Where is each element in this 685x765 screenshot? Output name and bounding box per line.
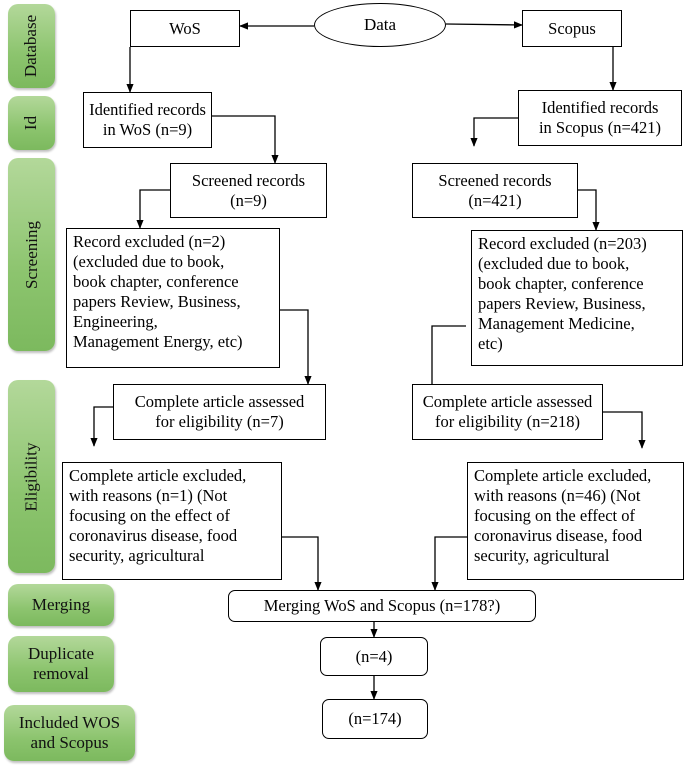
node-scopus-identified-label: Identified records in Scopus (n=421) (538, 98, 662, 137)
node-scopus-article-excluded-label: Complete article excluded, with reasons … (474, 466, 652, 565)
node-wos-screened: Screened records (n=9) (170, 163, 327, 218)
stage-duplicate-removal: Duplicate removal (8, 636, 114, 692)
node-wos: WoS (130, 10, 240, 47)
node-merging: Merging WoS and Scopus (n=178?) (228, 590, 536, 622)
node-scopus-screened: Screened records (n=421) (412, 163, 578, 218)
node-scopus-screened-label: Screened records (n=421) (438, 170, 552, 210)
node-wos-article-excluded: Complete article excluded, with reasons … (62, 462, 282, 580)
node-duplicates-label: (n=4) (355, 646, 393, 666)
node-wos-record-excluded-label: Record excluded (n=2) (excluded due to b… (73, 232, 243, 351)
arrow-wos-identified-to-screened (212, 115, 279, 164)
node-scopus-label: Scopus (548, 18, 596, 38)
node-data-label: Data (363, 15, 397, 34)
arrow-scopus-identified-stub (470, 117, 518, 147)
stage-merging: Merging (8, 584, 114, 626)
stage-merging-label: Merging (31, 595, 91, 614)
stage-id: Id (8, 96, 55, 150)
node-wos-assessed: Complete article assessed for eligibilit… (113, 384, 326, 440)
arrow-wos-article-excluded-to-merging (282, 536, 322, 591)
node-wos-article-excluded-label: Complete article excluded, with reasons … (69, 466, 247, 565)
stage-database-label: Database (21, 14, 41, 78)
node-scopus: Scopus (522, 10, 622, 47)
stage-eligibility: Eligibility (8, 380, 55, 573)
arrow-wos-excluded-to-assessed (275, 309, 312, 385)
stage-database: Database (8, 4, 55, 88)
node-wos-screened-label: Screened records (n=9) (191, 170, 306, 210)
node-wos-record-excluded: Record excluded (n=2) (excluded due to b… (66, 228, 280, 368)
node-scopus-assessed-label: Complete article assessed for eligibilit… (422, 392, 593, 431)
node-wos-assessed-label: Complete article assessed for eligibilit… (134, 392, 305, 431)
arrow-data-to-scopus (445, 21, 523, 29)
arrow-wos-screened-to-excluded (136, 189, 170, 229)
node-data: Data (314, 3, 446, 47)
stage-duplicate-label: Duplicate removal (27, 644, 95, 683)
node-wos-identified: Identified records in WoS (n=9) (83, 92, 212, 148)
stage-screening-label: Screening (21, 220, 41, 289)
node-merging-label: Merging WoS and Scopus (n=178?) (263, 596, 501, 615)
node-scopus-record-excluded: Record excluded (n=203) (excluded due to… (471, 230, 683, 366)
stage-eligibility-label: Eligibility (21, 442, 41, 511)
node-wos-label: WoS (169, 18, 201, 38)
stage-included-label: Included WOS and Scopus (18, 713, 121, 752)
arrow-scopus-excluded-to-assessed (428, 325, 466, 401)
node-wos-identified-label: Identified records in WoS (n=9) (89, 100, 206, 139)
stage-id-label: Id (21, 115, 41, 131)
node-scopus-article-excluded: Complete article excluded, with reasons … (467, 462, 684, 580)
stage-included: Included WOS and Scopus (4, 705, 135, 761)
node-included: (n=174) (322, 699, 428, 739)
node-scopus-assessed: Complete article assessed for eligibilit… (412, 384, 603, 440)
node-scopus-identified: Identified records in Scopus (n=421) (518, 90, 682, 146)
arrow-wos-assessed-to-article-excluded (90, 406, 113, 447)
arrow-scopus-article-excluded-to-merging (431, 536, 467, 591)
arrow-scopus-assessed-to-article-excluded (603, 411, 646, 449)
node-scopus-record-excluded-label: Record excluded (n=203) (excluded due to… (478, 234, 647, 353)
node-duplicates: (n=4) (320, 637, 428, 676)
arrow-scopus-screened-to-excluded (578, 189, 600, 231)
node-included-label: (n=174) (348, 709, 402, 728)
stage-screening: Screening (8, 158, 55, 351)
